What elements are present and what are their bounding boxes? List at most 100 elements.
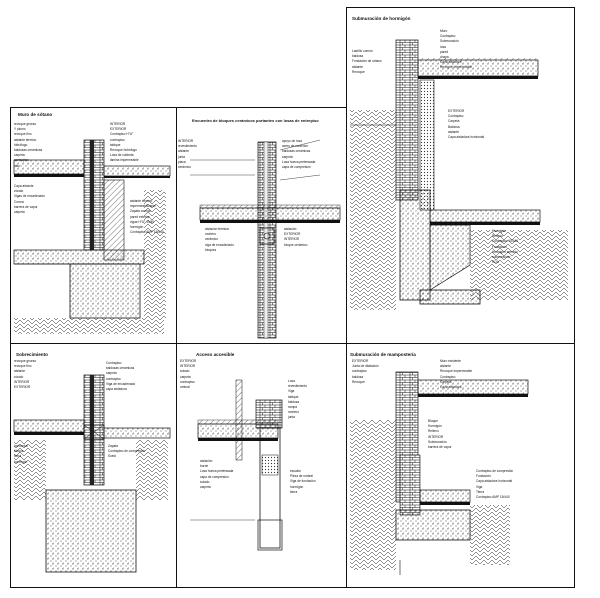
- annotation-label: Contrapiso de compresión: [476, 469, 514, 473]
- annotation-label: INTERIOR: [284, 237, 300, 242]
- annotation-label: hormigón: [14, 459, 28, 464]
- annotation-label: tabique: [288, 394, 299, 399]
- annotation-label: Hormigón: [492, 229, 506, 233]
- annotation-label: Contrapiso H°A°: [110, 132, 134, 137]
- annotation-label: Vigas de encadenado: [14, 194, 45, 199]
- annotation-label: INTERIOR: [110, 122, 126, 126]
- annotation-label: Viga de fundación: [290, 479, 316, 484]
- annotation-label: Losa hueca pretensada: [200, 469, 234, 474]
- annotation-label: Contrapiso de compresión: [108, 449, 146, 454]
- annotation-label: Zapata: [108, 444, 118, 448]
- annotation-label: contrapiso: [180, 379, 195, 384]
- annotation-label: piso: [14, 163, 20, 168]
- annotation-label: EXTERIOR: [352, 359, 369, 363]
- detail-submuracion-hormigon: [350, 39, 568, 310]
- annotation-label: junta: [178, 154, 185, 159]
- annotation-label: Correa: [14, 199, 24, 204]
- annotation-label: horizontal: [14, 444, 28, 448]
- annotation-label: solado: [200, 479, 210, 484]
- annotation-label: lámina impermeable: [110, 158, 139, 163]
- annotation-label: Fundación: [476, 474, 491, 479]
- annotation-label: Bloque: [428, 419, 438, 423]
- annotation-label: baldosas cerámicas: [14, 148, 43, 152]
- annotation-label: capa de compresión: [200, 474, 229, 479]
- annotation-label: baldosa: [352, 374, 364, 379]
- annotation-label: tierra: [290, 489, 298, 494]
- sheet-title-acceso-accesible: Acceso accesible: [196, 352, 235, 357]
- annotation-label: acero de conexión: [282, 144, 309, 149]
- annotation-label: aislante: [178, 149, 189, 154]
- annotation-label: Viga: [288, 389, 295, 394]
- annotation-label: Capa aisladora horizontal: [476, 479, 513, 484]
- annotation-label: EXTERIOR: [14, 385, 31, 389]
- annotation-label: INTERIOR: [180, 364, 196, 369]
- annotation-label: apoyo de losa: [282, 139, 302, 143]
- annotation-label: revoque fino: [14, 132, 32, 137]
- annotation-label: mortero: [205, 232, 216, 237]
- detail-sobrecimiento: [13, 374, 171, 573]
- annotation-label: Submuración: [440, 39, 459, 44]
- annotation-label: barrera de vapor: [14, 204, 38, 209]
- annotation-label: impermeabilizante: [130, 204, 156, 209]
- annotation-label: Revoque impermeable: [440, 369, 473, 374]
- annotation-label: mortero: [288, 410, 299, 415]
- annotation-label: Capa aisladora horizontal: [448, 135, 485, 139]
- detail-submuracion-mamposteria: [350, 371, 529, 575]
- annotation-label: EXTERIOR: [448, 109, 465, 113]
- annotation-label: cerámico: [178, 165, 191, 169]
- annotation-label: rampa: [288, 405, 298, 409]
- annotation-label: cerámico: [205, 237, 218, 242]
- annotation-label: Contrapiso: [106, 361, 122, 365]
- annotation-label: revoque grueso: [14, 122, 37, 126]
- annotation-label: aislante térmico: [14, 137, 37, 142]
- annotation-label: baldosa: [352, 54, 364, 59]
- annotation-label: Relleno: [428, 429, 439, 434]
- annotation-label: barrera de vapor: [428, 445, 452, 449]
- detail-acceso-accesible: [190, 379, 283, 551]
- annotation-label: aislación: [284, 227, 297, 231]
- annotation-label: Losa de cubierta: [110, 153, 134, 158]
- annotation-label: Tierra: [476, 489, 485, 494]
- annotation-label: bloques: [205, 247, 217, 252]
- annotation-label: tabique: [110, 142, 121, 147]
- annotation-label: aislación: [200, 459, 213, 463]
- annotation-label: carpeta: [14, 153, 25, 158]
- sheet-title-submuracion-mamposteria: Submuración de mampostería: [350, 352, 416, 357]
- annotation-label: Capa aislante: [14, 184, 34, 188]
- annotation-label: Muro: [440, 29, 448, 33]
- annotation-label: baldosa: [288, 399, 300, 404]
- annotation-label: Capa aisladora: [440, 60, 462, 65]
- annotation-label: carpeta: [14, 210, 25, 214]
- annotation-label: solado: [180, 369, 190, 374]
- annotation-label: Suelo: [108, 454, 117, 459]
- annotation-label: Revoque: [352, 379, 365, 384]
- annotation-label: zócalo: [14, 374, 24, 379]
- annotation-label: aislante: [448, 129, 459, 134]
- annotation-label: EXTERIOR: [110, 127, 127, 132]
- annotation-label: hormigón: [290, 484, 304, 489]
- annotation-label: Revoque hidrófugo: [110, 148, 137, 152]
- annotation-label: zócalo: [14, 189, 24, 194]
- annotation-label: Revoque: [352, 69, 365, 74]
- annotation-label: carpeta: [200, 485, 211, 489]
- annotation-label: carpeta: [106, 371, 117, 376]
- annotation-label: junta: [288, 415, 295, 420]
- annotation-label: Contrapiso: [448, 114, 464, 119]
- annotation-label: Carpeta: [440, 379, 452, 384]
- annotation-label: Viga: [476, 484, 483, 489]
- annotation-label: Contrapiso AMP 15/440: [476, 495, 510, 499]
- annotation-label: chapa: [440, 55, 449, 59]
- annotation-label: Submuración: [428, 439, 447, 444]
- annotation-label: contrapiso: [352, 369, 367, 374]
- annotation-label: hormigón: [130, 225, 144, 229]
- annotation-label: baldosas cerámicas: [106, 366, 135, 371]
- annotation-label: aislante: [14, 369, 25, 374]
- annotation-label: Relleno: [492, 234, 503, 239]
- annotation-label: EXTERIOR: [180, 359, 197, 363]
- annotation-label: borde: [200, 464, 209, 469]
- annotation-label: bloque cerámico: [284, 242, 308, 247]
- annotation-label: INTERIOR: [428, 434, 444, 439]
- annotation-label: aislante: [352, 64, 363, 69]
- annotation-label: aislación térmica: [205, 227, 229, 231]
- annotation-label: vigas H°A° 15/45: [130, 219, 155, 224]
